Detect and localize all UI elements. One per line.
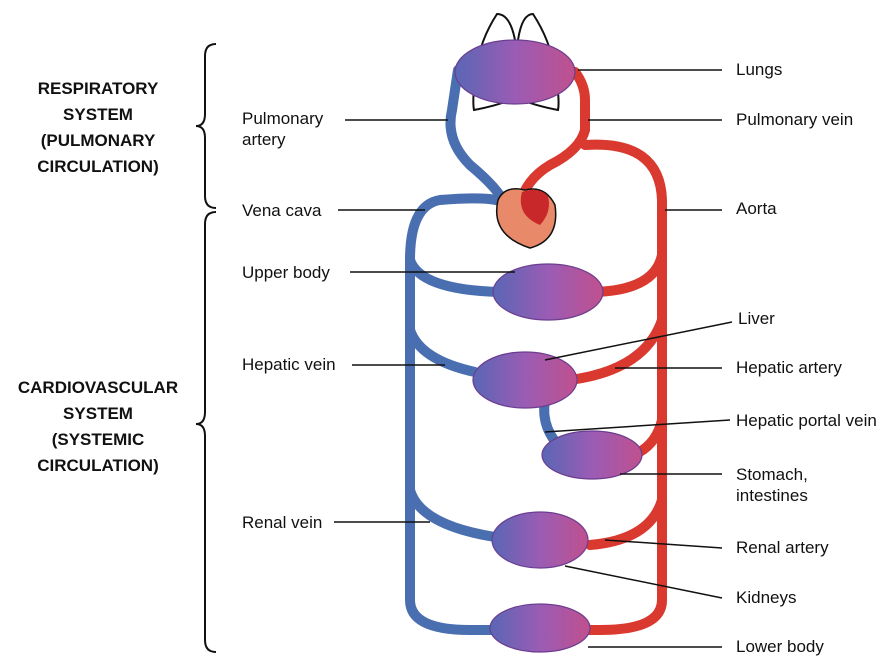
aorta-label: Aorta: [736, 198, 777, 219]
liver-label: Liver: [738, 308, 775, 329]
lung-capillary-bed: [455, 40, 575, 104]
pulmonary-artery-label: Pulmonary artery: [242, 108, 323, 150]
pulmonary-artery-line-2: artery: [242, 129, 323, 150]
renal-artery-label: Renal artery: [736, 537, 829, 558]
cardio-line-1: CARDIOVASCULAR: [8, 375, 188, 401]
cardio-line-3: (SYSTEMIC: [8, 427, 188, 453]
stomach-line-1: Stomach,: [736, 464, 808, 485]
hepatic-portal-vein-label: Hepatic portal vein: [736, 410, 877, 431]
liver-capillary-bed: [473, 352, 577, 408]
vena-cava-label: Vena cava: [242, 200, 321, 221]
kidneys-label: Kidneys: [736, 587, 796, 608]
kidney-capillary-bed: [492, 512, 588, 568]
stomach-intestines-label: Stomach, intestines: [736, 464, 808, 506]
pulmonary-vein-label: Pulmonary vein: [736, 109, 853, 130]
lower-body-label: Lower body: [736, 636, 824, 657]
respiratory-line-2: SYSTEM: [18, 102, 178, 128]
respiratory-bracket: [196, 44, 216, 208]
cardio-line-2: SYSTEM: [8, 401, 188, 427]
lower-body-capillary-bed: [490, 604, 590, 652]
upper-body-label: Upper body: [242, 262, 330, 283]
intestine-capillary-bed: [542, 431, 642, 479]
hepatic-artery-label: Hepatic artery: [736, 357, 842, 378]
hepatic-vein-label: Hepatic vein: [242, 354, 336, 375]
respiratory-line-3: (PULMONARY: [18, 128, 178, 154]
lungs-label: Lungs: [736, 59, 782, 80]
pulmonary-artery-line-1: Pulmonary: [242, 108, 323, 129]
cardiovascular-bracket: [196, 212, 216, 652]
renal-vein-label: Renal vein: [242, 512, 322, 533]
respiratory-line-1: RESPIRATORY: [18, 76, 178, 102]
heart: [497, 189, 556, 248]
cardiovascular-system-heading: CARDIOVASCULAR SYSTEM (SYSTEMIC CIRCULAT…: [8, 375, 188, 479]
cardio-line-4: CIRCULATION): [8, 453, 188, 479]
respiratory-system-heading: RESPIRATORY SYSTEM (PULMONARY CIRCULATIO…: [18, 76, 178, 180]
stomach-line-2: intestines: [736, 485, 808, 506]
respiratory-line-4: CIRCULATION): [18, 154, 178, 180]
